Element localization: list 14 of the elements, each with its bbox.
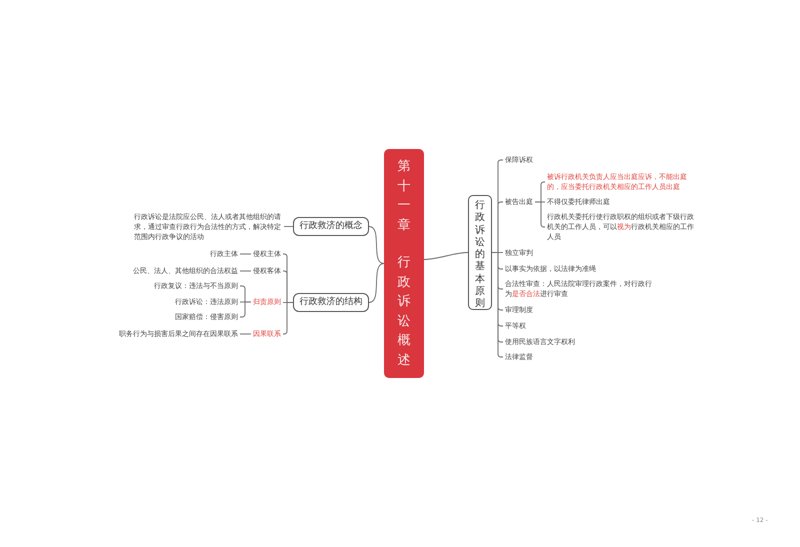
connector-line [424, 252, 468, 260]
connector-line [240, 302, 252, 318]
connector-line [282, 302, 294, 334]
title-text: 第十一章 [398, 158, 410, 234]
branch-box: 行政救济的概念 [293, 217, 369, 236]
branch-box: 行政救济的结构 [293, 293, 369, 312]
branch-box: 行政诉讼的基本原则 [468, 195, 492, 310]
connector-line [284, 226, 294, 227]
title-box [384, 149, 424, 378]
title-text: 行政诉讼概述 [398, 254, 410, 370]
connector-line [368, 226, 384, 264]
connector-line [368, 263, 384, 303]
connector-line [534, 202, 546, 228]
connector-line [240, 270, 252, 272]
